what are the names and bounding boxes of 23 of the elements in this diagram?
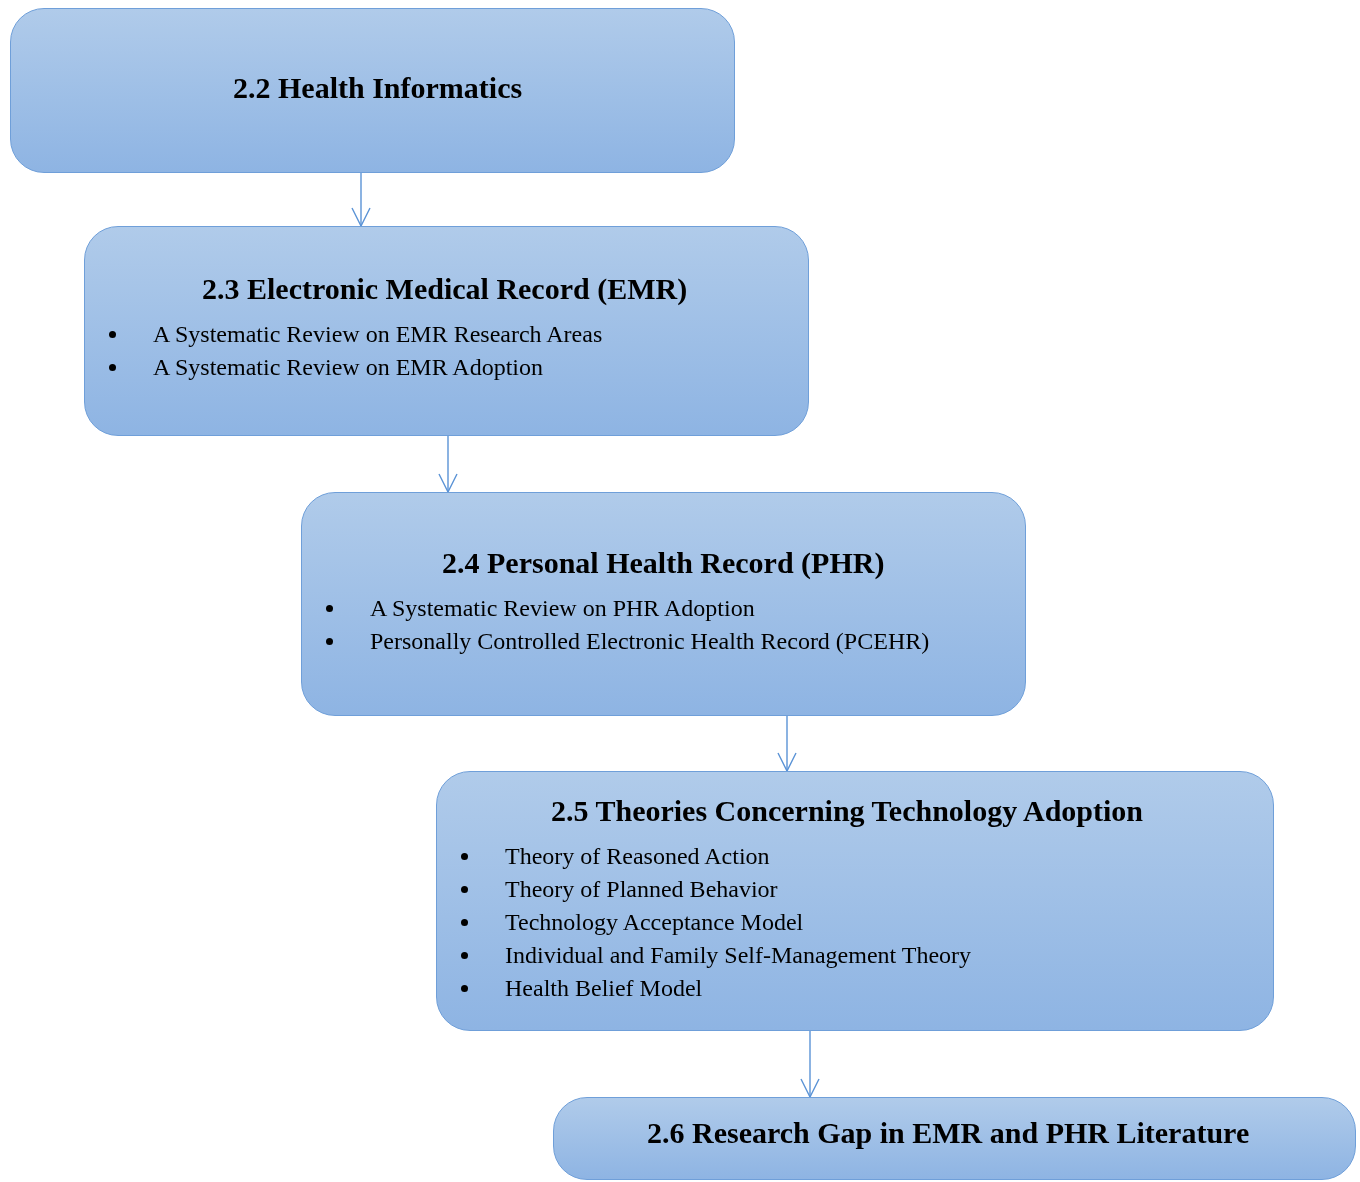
section-box — [84, 226, 809, 436]
bullet-item: Health Belief Model — [505, 974, 703, 1003]
bullet-item: Technology Acceptance Model — [505, 908, 804, 937]
section-heading: 2.6 Research Gap in EMR and PHR Literature — [647, 1116, 1251, 1150]
arrow — [351, 172, 371, 227]
section-box — [436, 771, 1274, 1031]
bullet-item: Individual and Family Self-Management Theory — [505, 941, 972, 970]
arrow — [800, 1030, 820, 1098]
section-heading: 2.5 Theories Concerning Technology Adoption — [551, 794, 1145, 828]
section-box — [553, 1097, 1356, 1180]
bullet-item: Personally Controlled Electronic Health Record (PCEHR) — [370, 627, 930, 656]
section-heading: 2.3 Electronic Medical Record (EMR) — [202, 272, 689, 306]
bullet-item: A Systematic Review on EMR Adoption — [153, 353, 543, 382]
arrow — [777, 715, 797, 772]
section-box — [10, 8, 735, 173]
bullet-item: Theory of Planned Behavior — [505, 875, 778, 904]
arrow — [438, 435, 458, 493]
section-box — [301, 492, 1026, 716]
section-heading: 2.2 Health Informatics — [233, 71, 524, 105]
bullet-item: Theory of Reasoned Action — [505, 842, 770, 871]
bullet-item: A Systematic Review on EMR Research Areas — [153, 320, 603, 349]
section-heading: 2.4 Personal Health Record (PHR) — [442, 546, 886, 580]
bullet-item: A Systematic Review on PHR Adoption — [370, 594, 755, 623]
